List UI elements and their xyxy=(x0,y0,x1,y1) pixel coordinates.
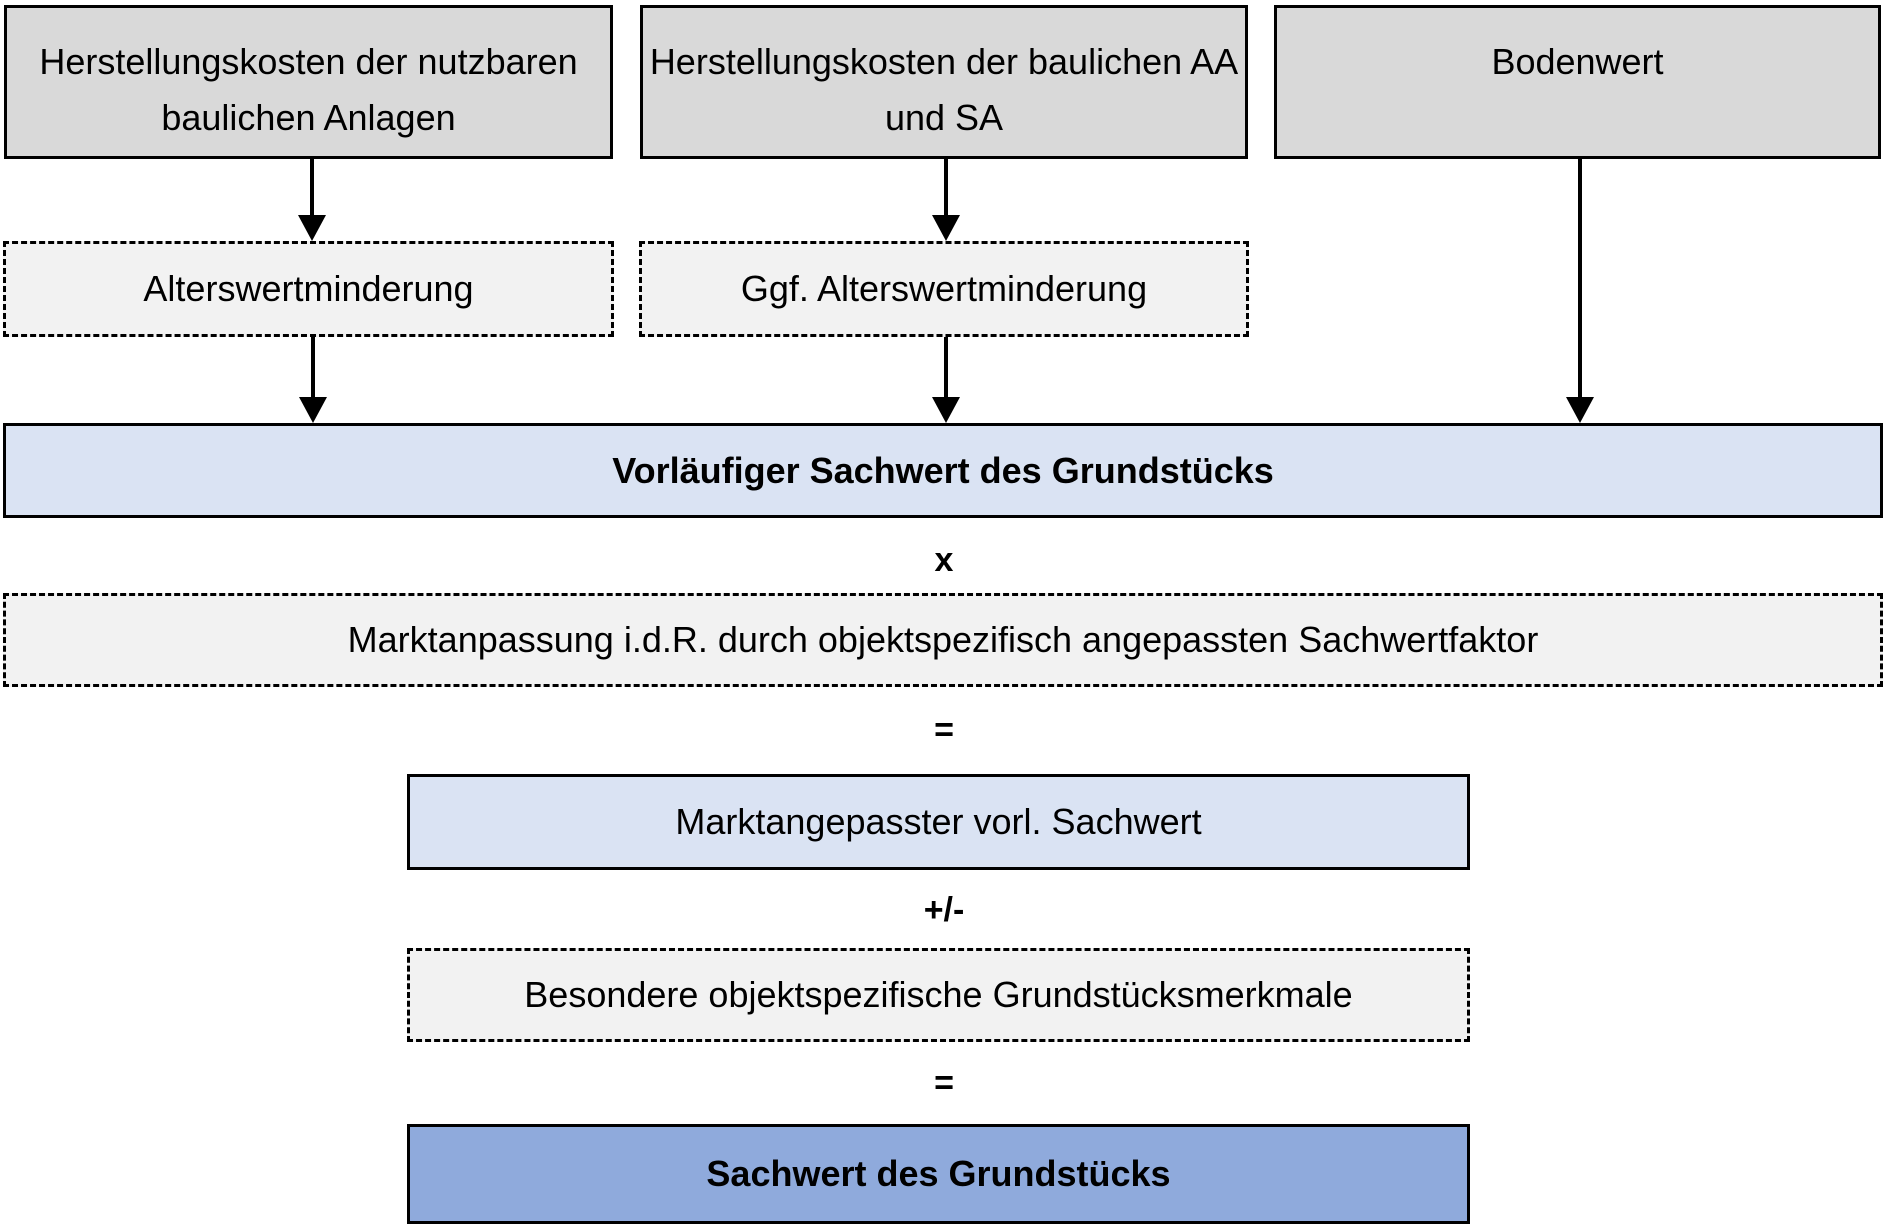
arrow-stem xyxy=(944,337,948,401)
operator-equals-2: = xyxy=(934,1064,954,1102)
arrow-head xyxy=(932,397,960,423)
operator-equals-1: = xyxy=(934,711,954,749)
arrow-head xyxy=(299,397,327,423)
node-ggf-alterswertminderung: Ggf. Alterswertminderung xyxy=(639,241,1249,337)
arrow-head xyxy=(1566,397,1594,423)
node-sachwert-des-grundstuecks-label: Sachwert des Grundstücks xyxy=(706,1153,1171,1194)
node-herstellungskosten-aa-sa: Herstellungskosten der baulichen AA und … xyxy=(640,5,1248,159)
arrow-stem xyxy=(944,159,948,219)
node-herstellungskosten-aa-sa-label: Herstellungskosten der baulichen AA und … xyxy=(649,41,1239,138)
node-bodenwert-label: Bodenwert xyxy=(1491,41,1664,82)
node-vorlaeufiger-sachwert-label: Vorläufiger Sachwert des Grundstücks xyxy=(612,449,1274,491)
node-alterswertminderung: Alterswertminderung xyxy=(3,241,614,337)
operator-multiply: x xyxy=(934,541,954,579)
arrow-stem xyxy=(311,337,315,401)
node-herstellungskosten-nutzbare-anlagen: Herstellungskosten der nutzbaren baulich… xyxy=(4,5,613,159)
node-sachwert-des-grundstuecks: Sachwert des Grundstücks xyxy=(407,1124,1470,1224)
node-vorlaeufiger-sachwert: Vorläufiger Sachwert des Grundstücks xyxy=(3,423,1883,518)
arrow-cost-buildings-to-age-depreciation xyxy=(298,159,326,241)
node-bodenwert: Bodenwert xyxy=(1274,5,1881,159)
node-alterswertminderung-label: Alterswertminderung xyxy=(143,268,474,309)
arrow-stem xyxy=(1578,159,1582,401)
node-marktanpassung: Marktanpassung i.d.R. durch objektspezif… xyxy=(3,593,1883,687)
operator-plusminus: +/- xyxy=(923,891,965,929)
arrow-stem xyxy=(310,159,314,219)
node-marktangepasster-sachwert: Marktangepasster vorl. Sachwert xyxy=(407,774,1470,870)
arrow-cost-outdoor-to-age-depreciation xyxy=(932,159,960,241)
node-herstellungskosten-nutzbare-anlagen-label: Herstellungskosten der nutzbaren baulich… xyxy=(39,41,578,138)
arrow-head xyxy=(932,215,960,241)
node-besondere-grundstuecksmerkmale-label: Besondere objektspezifische Grundstücksm… xyxy=(524,974,1353,1015)
arrow-bodenwert-to-preliminary xyxy=(1566,159,1594,423)
arrow-head xyxy=(298,215,326,241)
arrow-age-depreciation-to-preliminary xyxy=(299,337,327,423)
node-marktangepasster-sachwert-label: Marktangepasster vorl. Sachwert xyxy=(675,801,1202,842)
node-ggf-alterswertminderung-label: Ggf. Alterswertminderung xyxy=(740,268,1148,309)
node-marktanpassung-label: Marktanpassung i.d.R. durch objektspezif… xyxy=(347,619,1539,660)
node-besondere-grundstuecksmerkmale: Besondere objektspezifische Grundstücksm… xyxy=(407,948,1470,1042)
arrow-ggf-age-depreciation-to-preliminary xyxy=(932,337,960,423)
